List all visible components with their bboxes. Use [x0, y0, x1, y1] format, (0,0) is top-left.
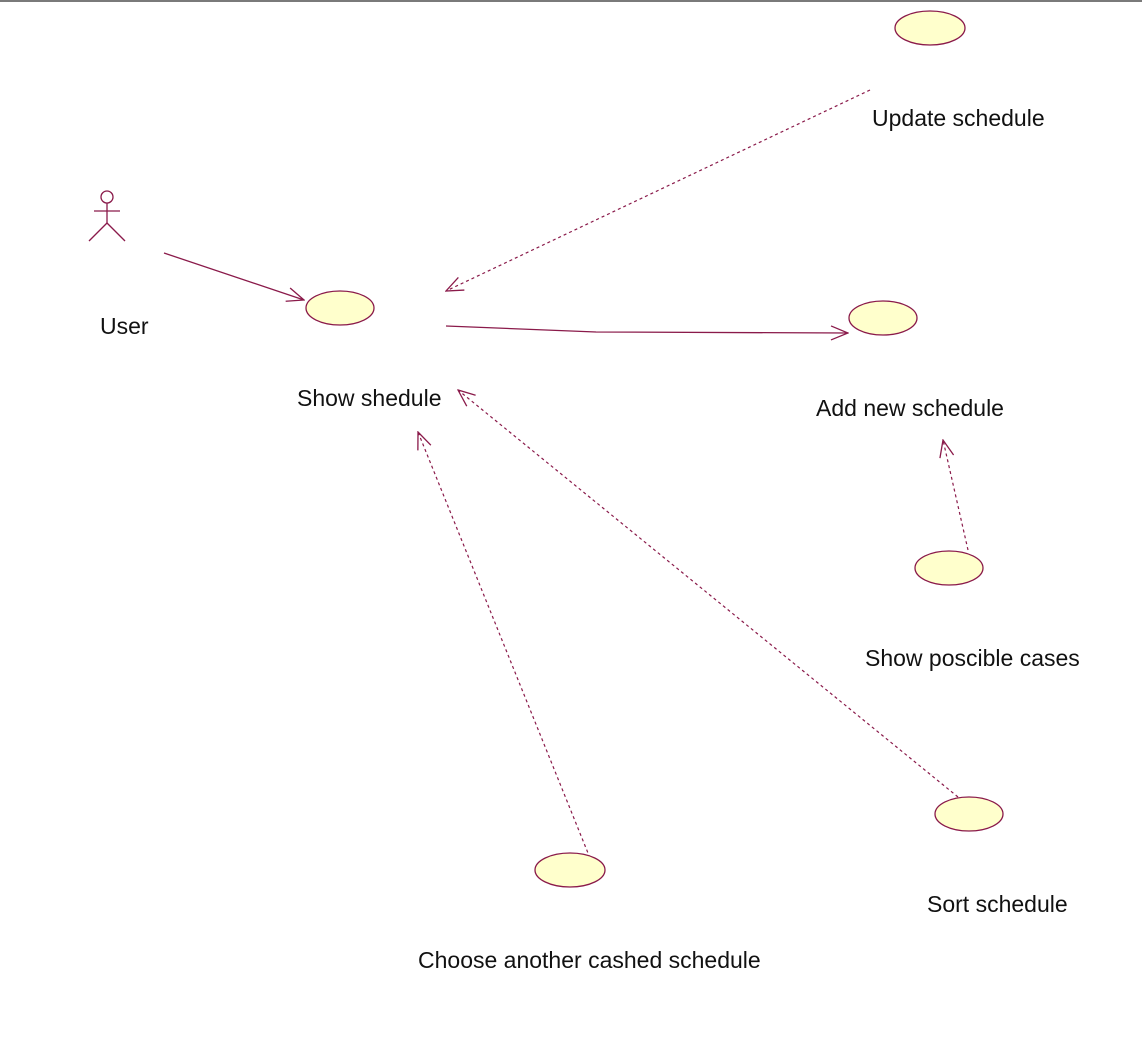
use-case-ellipse-sort-schedule[interactable] — [934, 796, 1004, 832]
use-case-label-update-schedule: Update schedule — [872, 105, 1045, 131]
use-case-label-show-possible-cases: Show poscible cases — [865, 645, 1080, 671]
dependency-update-schedule-to-show-schedule[interactable] — [446, 89, 871, 291]
dependency-sort-schedule-to-show-schedule[interactable] — [458, 390, 959, 798]
use-case-label-choose-cached-schedule: Choose another cashed schedule — [418, 947, 761, 973]
association-show-schedule-to-add-new-schedule[interactable] — [445, 326, 848, 333]
use-case-ellipse-add-new-schedule[interactable] — [848, 300, 918, 336]
actor-label-user: User — [100, 313, 149, 339]
use-case-ellipse-show-schedule[interactable] — [305, 290, 375, 326]
dependency-choose-cached-schedule-to-show-schedule[interactable] — [418, 432, 591, 859]
use-case-label-sort-schedule: Sort schedule — [927, 891, 1068, 917]
use-case-ellipse-update-schedule[interactable] — [894, 10, 966, 46]
use-case-ellipse-show-possible-cases[interactable] — [914, 550, 984, 586]
stick-figure-actor-icon[interactable] — [88, 190, 126, 242]
use-case-ellipse-choose-cached-schedule[interactable] — [534, 852, 606, 888]
use-case-label-add-new-schedule: Add new schedule — [816, 395, 1004, 421]
association-user-to-show-schedule[interactable] — [163, 252, 304, 300]
dependency-show-possible-cases-to-add-new-schedule[interactable] — [943, 440, 969, 551]
top-border — [0, 0, 1142, 2]
use-case-label-show-schedule: Show shedule — [297, 385, 442, 411]
